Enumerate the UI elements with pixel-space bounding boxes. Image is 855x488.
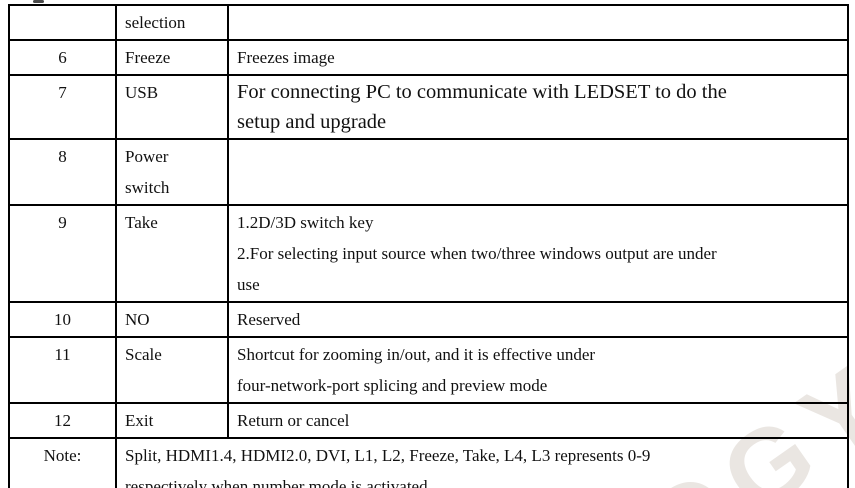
table-row: 12 Exit Return or cancel bbox=[8, 402, 849, 439]
key-name-cell: Freeze bbox=[115, 39, 229, 76]
key-name-cell: NO bbox=[115, 301, 229, 338]
note-label-cell: Note: bbox=[8, 437, 117, 488]
key-number-cell: 12 bbox=[8, 402, 117, 439]
table-row: 10 NO Reserved bbox=[8, 301, 849, 338]
key-number-cell: 10 bbox=[8, 301, 117, 338]
key-function-table: selection 6 Freeze Freezes image 7 USB F… bbox=[8, 4, 849, 488]
table-row: 6 Freeze Freezes image bbox=[8, 39, 849, 76]
table-row: 11 Scale Shortcut for zooming in/out, an… bbox=[8, 336, 849, 404]
key-name-cell: Power switch bbox=[115, 138, 229, 206]
key-description-cell: Shortcut for zooming in/out, and it is e… bbox=[227, 336, 849, 404]
key-description-cell: Freezes image bbox=[227, 39, 849, 76]
table-row: selection bbox=[8, 4, 849, 41]
table-row: 9 Take 1.2D/3D switch key 2.For selectin… bbox=[8, 204, 849, 303]
key-number-cell: 11 bbox=[8, 336, 117, 404]
key-name-cell: selection bbox=[115, 4, 229, 41]
key-number-cell: 6 bbox=[8, 39, 117, 76]
key-description-cell: Reserved bbox=[227, 301, 849, 338]
key-description-cell: For connecting PC to communicate with LE… bbox=[227, 74, 849, 140]
key-number-cell bbox=[8, 4, 117, 41]
cropped-text-artifact bbox=[33, 0, 44, 3]
key-number-cell: 7 bbox=[8, 74, 117, 140]
key-name-cell: Exit bbox=[115, 402, 229, 439]
key-description-cell: Return or cancel bbox=[227, 402, 849, 439]
table-row: 8 Power switch bbox=[8, 138, 849, 206]
key-description-cell bbox=[227, 4, 849, 41]
key-name-cell: USB bbox=[115, 74, 229, 140]
note-row: Note: Split, HDMI1.4, HDMI2.0, DVI, L1, … bbox=[8, 437, 849, 488]
key-name-cell: Scale bbox=[115, 336, 229, 404]
key-description-cell: 1.2D/3D switch key 2.For selecting input… bbox=[227, 204, 849, 303]
key-description-cell bbox=[227, 138, 849, 206]
key-name-cell: Take bbox=[115, 204, 229, 303]
key-number-cell: 9 bbox=[8, 204, 117, 303]
note-text-cell: Split, HDMI1.4, HDMI2.0, DVI, L1, L2, Fr… bbox=[115, 437, 849, 488]
key-number-cell: 8 bbox=[8, 138, 117, 206]
table-row: 7 USB For connecting PC to communicate w… bbox=[8, 74, 849, 140]
